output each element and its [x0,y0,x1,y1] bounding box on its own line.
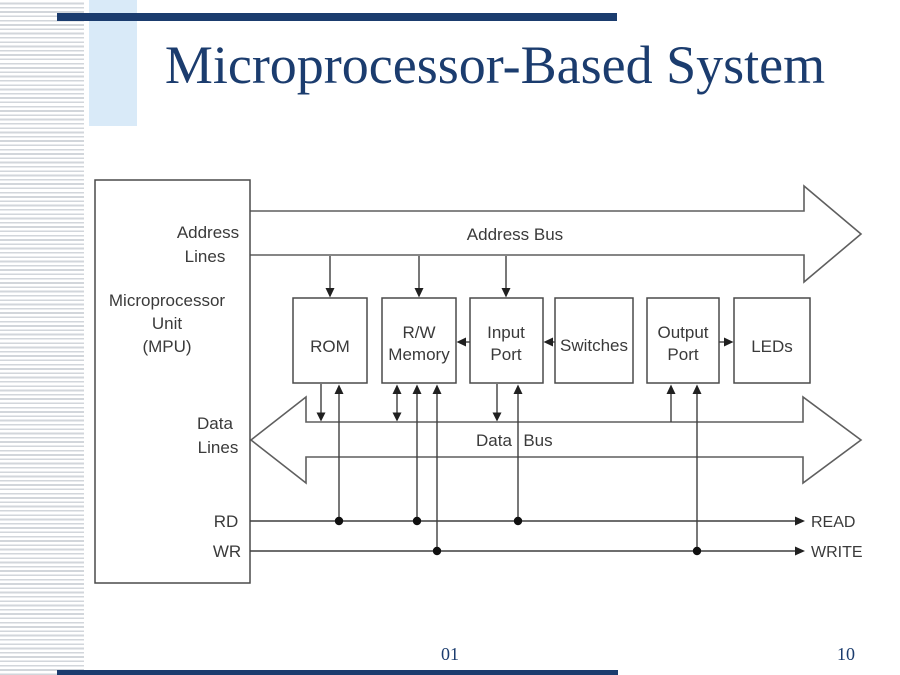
addr-drop-arrowhead-input [501,288,511,298]
data-bus-arrow [249,395,863,485]
mpu-name-label-1: Microprocessor [109,291,226,310]
leds-box [733,297,811,384]
bus-to-output-arrowhead [666,384,676,394]
read-to-rw-arrowhead [412,384,422,394]
input-to-bus-arrowhead [492,412,502,422]
rom-to-bus-arrowhead [316,412,326,422]
left-pinstripe-decoration [0,0,84,675]
output-port-label-2: Port [667,345,698,364]
input-port-label-2: Port [490,345,521,364]
mpu-box [94,179,251,584]
bottom-accent-bar [57,670,618,675]
address-bus-arrow [250,184,863,284]
junction-dot-input-read [513,516,523,526]
page-number-right: 10 [837,644,855,664]
mpu-rd-label: RD [214,512,239,531]
mpu-address-lines-label-1: Address [177,223,239,242]
read-label: READ [811,514,855,531]
slide-title: Microprocessor-Based System [164,35,826,95]
rw-bus-down-arrowhead [392,412,402,422]
input-port-label-1: Input [487,323,525,342]
rw-memory-box [381,297,457,384]
rom-box [292,297,368,384]
input-port-box [469,297,544,384]
output-port-label-1: Output [657,323,708,342]
input-to-rw-arrowhead [456,337,466,347]
addr-drop-arrowhead-rom [325,288,335,298]
read-to-input-arrowhead [513,384,523,394]
write-to-rw-arrowhead [432,384,442,394]
mpu-data-lines-label-1: Data [197,414,233,433]
mpu-address-lines-label-2: Lines [185,247,226,266]
write-to-output-arrowhead [692,384,702,394]
output-to-leds-arrowhead [724,337,734,347]
mpu-wr-label: WR [213,542,241,561]
light-blue-accent-bar [89,0,137,126]
write-label: WRITE [811,544,863,561]
switches-label: Switches [560,336,628,355]
switches-to-input-arrowhead [543,337,553,347]
junction-dot-output-write [692,546,702,556]
rw-memory-label-2: Memory [388,345,450,364]
data-bus-label-word2: Bus [523,431,552,450]
read-to-rom-arrowhead [334,384,344,394]
addr-drop-arrowhead-rw [414,288,424,298]
mpu-name-label-2: Unit [152,314,183,333]
junction-dot-rw-write [432,546,442,556]
mpu-data-lines-label-2: Lines [198,438,239,457]
top-accent-bar [57,13,617,21]
mpu-name-label-3: (MPU) [142,337,191,356]
read-arrowhead [795,516,805,526]
rw-memory-label-1: R/W [402,323,435,342]
page-number-left: 01 [441,644,459,664]
output-port-box [646,297,720,384]
switches-box [554,297,634,384]
write-arrowhead [795,546,805,556]
junction-dot-rom-read [334,516,344,526]
rw-bus-up-arrowhead [392,384,402,394]
junction-dot-rw-read [412,516,422,526]
leds-label: LEDs [751,337,793,356]
data-bus-label-word1: Data [476,431,512,450]
address-bus-label: Address Bus [467,225,563,244]
rom-label: ROM [310,337,350,356]
